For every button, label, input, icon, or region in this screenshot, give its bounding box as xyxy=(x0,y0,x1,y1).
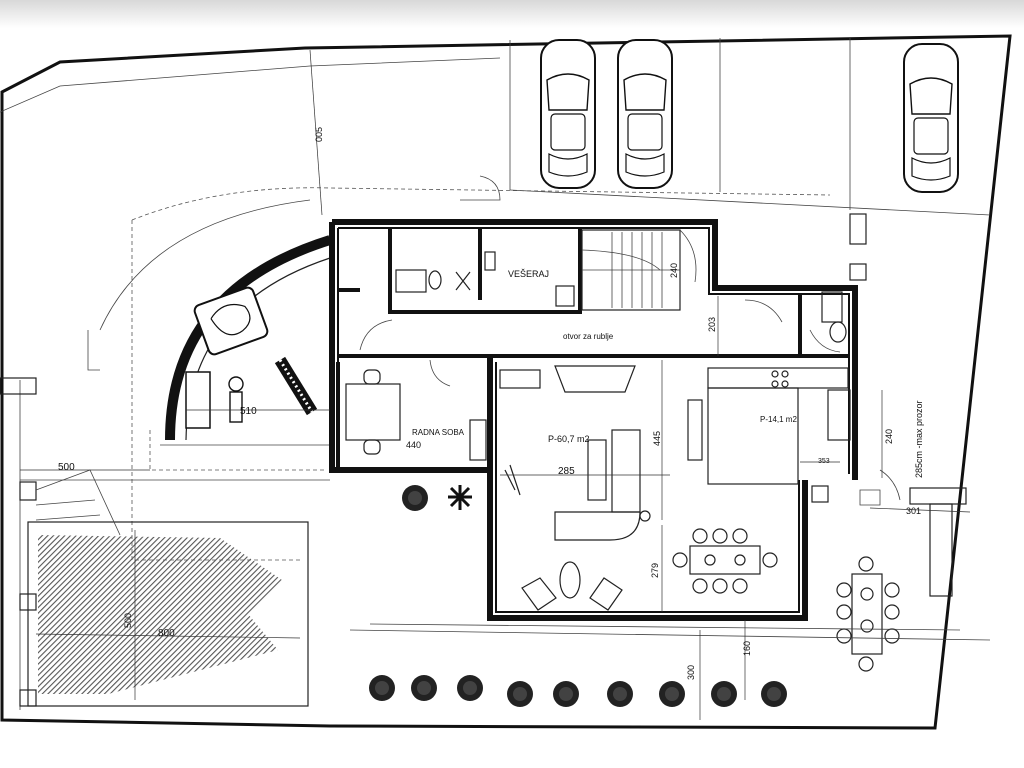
dim-440: 440 xyxy=(406,440,421,450)
living-area-label: P-60,7 m2 xyxy=(548,434,590,444)
dim-800: 800 xyxy=(158,628,175,639)
dim-500-left: 500 xyxy=(58,462,75,473)
house-walls xyxy=(329,175,858,621)
living-room-furniture xyxy=(499,365,651,611)
laundry-opening-label: otvor za rublje xyxy=(563,332,614,341)
site-boundary xyxy=(0,34,1012,730)
office-label: RADNA SOBA xyxy=(412,428,465,437)
dim-500-pool: 500 xyxy=(123,613,133,628)
dim-500-top: 005 xyxy=(314,127,324,142)
laundry-label: VEŠERAJ xyxy=(508,269,549,279)
kitchen-furniture xyxy=(687,367,851,485)
car-icon xyxy=(617,39,673,189)
dim-240-stair: 240 xyxy=(669,263,679,278)
plant-icon xyxy=(448,485,472,510)
dining-table-indoor xyxy=(672,528,778,594)
dim-240-right: 240 xyxy=(884,429,894,444)
pool xyxy=(0,377,330,710)
parking-area xyxy=(509,38,991,216)
site-boundary-inner xyxy=(0,57,501,113)
dim-160: 160 xyxy=(742,641,752,656)
dim-445: 445 xyxy=(652,431,662,446)
shrub-row xyxy=(369,485,787,707)
dim-285: 285 xyxy=(558,466,575,477)
top-gradient xyxy=(0,0,1024,28)
gym-equipment-icon xyxy=(185,356,318,429)
car-icon xyxy=(903,43,959,193)
kitchen-area-label: P-14,1 m2 xyxy=(760,415,797,424)
dim-301: 301 xyxy=(906,506,921,516)
right-structures xyxy=(349,213,991,641)
dimension-lines xyxy=(20,49,971,720)
dim-300: 300 xyxy=(686,665,696,680)
window-note: 285cm -max prozor xyxy=(914,400,924,478)
office-furniture xyxy=(345,369,487,461)
car-icon xyxy=(540,39,596,189)
jacuzzi-icon xyxy=(193,286,269,356)
dim-203: 203 xyxy=(707,317,717,332)
dim-510: 510 xyxy=(240,406,257,417)
dining-table-outdoor xyxy=(836,556,900,672)
dim-353: 353 xyxy=(818,458,830,465)
staircase xyxy=(581,229,697,311)
bathroom-fixtures xyxy=(395,251,847,343)
dim-279: 279 xyxy=(650,563,660,578)
